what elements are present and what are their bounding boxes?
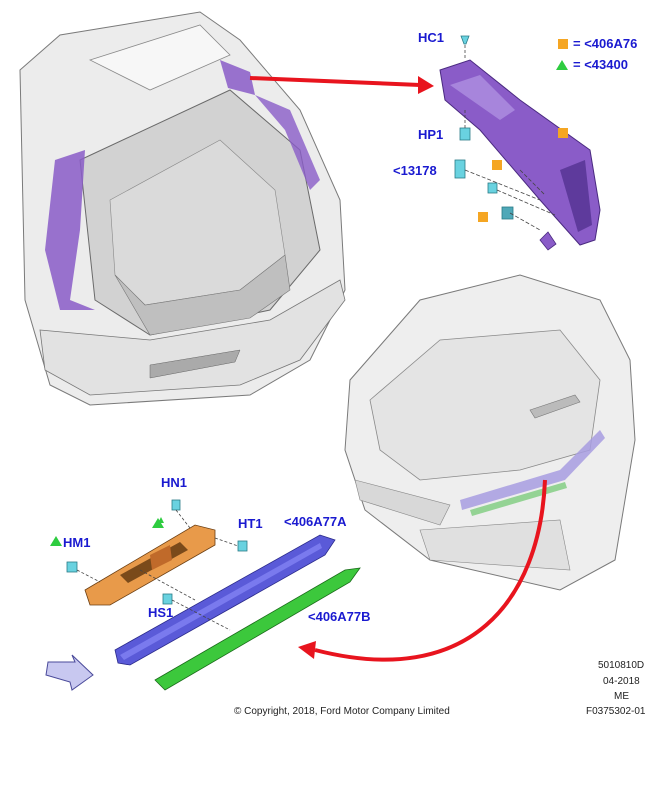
legend-square: = <406A76 [558, 36, 637, 51]
upper-purple-rail [439, 59, 601, 251]
callout-hc1: HC1 [418, 30, 445, 45]
callout-ht1: HT1 [238, 516, 263, 531]
callout-hp1: HP1 [418, 127, 444, 142]
callout-13178: <13178 [393, 163, 437, 178]
lower-green-trim [154, 567, 361, 691]
red-arrow-lower [298, 479, 547, 662]
hm1-triangle-icon [50, 536, 62, 546]
callout-hs1: HS1 [148, 605, 174, 620]
diagram-date: 04-2018 [603, 676, 640, 687]
diagram-code: 5010810D [598, 660, 645, 671]
red-arrow-upper [249, 76, 434, 94]
callout-406a77b: <406A77B [308, 609, 371, 624]
legend-triangle: = <43400 [556, 57, 628, 72]
lower-bracket-orange [84, 524, 216, 606]
callout-hm1: HM1 [63, 535, 91, 550]
green-markers-lower [152, 517, 164, 528]
green-triangle-icon [556, 59, 568, 70]
view-direction-arrow-icon [45, 654, 94, 691]
orange-markers-upper [478, 128, 568, 222]
orange-square-icon [558, 38, 568, 49]
callout-hn1: HN1 [161, 475, 188, 490]
tailgate-view [344, 274, 636, 591]
diagram-reference: F0375302-01 [586, 706, 646, 717]
diagram-region: ME [614, 691, 629, 702]
lower-fasteners [66, 499, 248, 631]
copyright-text: © Copyright, 2018, Ford Motor Company Li… [234, 706, 450, 717]
legend-square-label: = <406A76 [573, 36, 638, 51]
callout-406a77a: <406A77A [284, 514, 347, 529]
vehicle-rear-view [19, 11, 346, 406]
legend-triangle-label: = <43400 [573, 57, 628, 72]
lower-blue-trim [114, 534, 336, 666]
upper-fasteners [454, 35, 556, 231]
